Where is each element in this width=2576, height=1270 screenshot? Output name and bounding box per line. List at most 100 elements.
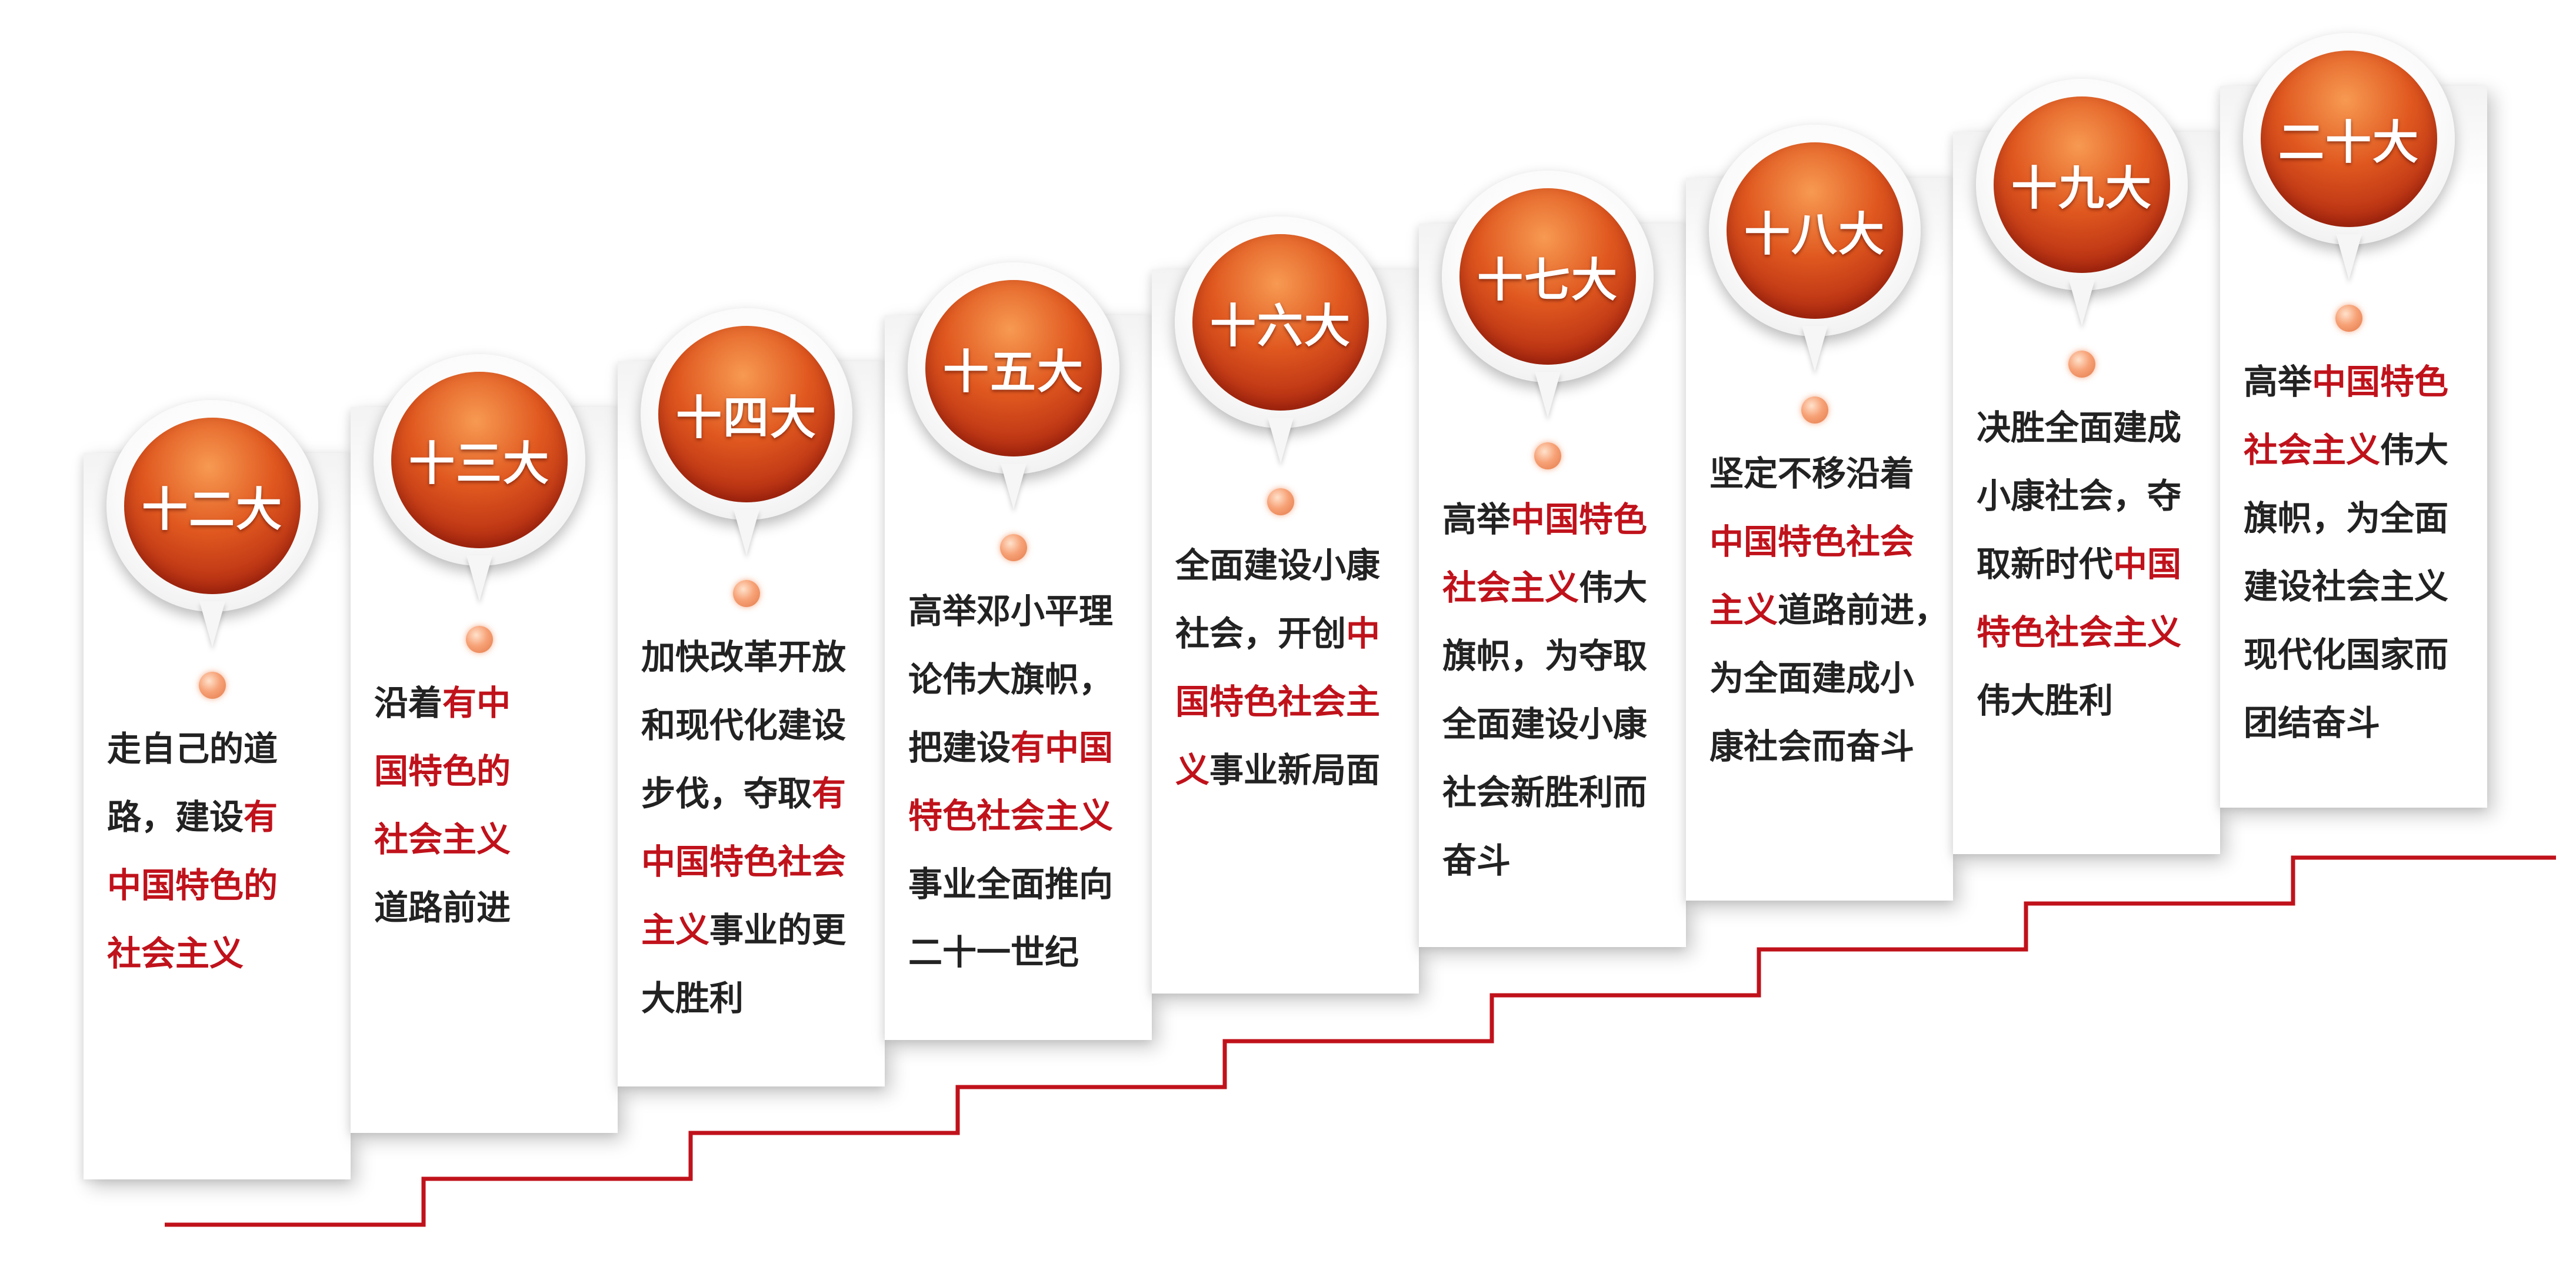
description-line: 中国特色社会 bbox=[641, 828, 873, 896]
highlight-text: 有中 bbox=[442, 683, 511, 723]
description-line: 特色社会主义 bbox=[1977, 598, 2208, 666]
description-line: 路，建设有 bbox=[107, 783, 339, 851]
description-line: 康社会而奋斗 bbox=[1709, 712, 1941, 781]
description-line: 大胜利 bbox=[641, 964, 873, 1032]
body-text: 决胜全面建成 bbox=[1977, 408, 2182, 448]
congress-badge: 十二大 bbox=[124, 418, 301, 594]
highlight-text: 义 bbox=[1175, 750, 1210, 790]
step-description: 坚定不移沿着中国特色社会主义道路前进， 为全面建成小康社会而奋斗 bbox=[1709, 439, 1948, 781]
description-line: 社会新胜利而 bbox=[1442, 758, 1674, 826]
description-line: 全面建设小康 bbox=[1175, 531, 1407, 599]
congress-label: 二十大 bbox=[2278, 116, 2420, 169]
highlight-text: 特色社会主义 bbox=[908, 796, 1114, 836]
body-text: 把建设 bbox=[908, 728, 1011, 768]
description-line: 中国特色的 bbox=[107, 851, 339, 919]
description-line: 社会，开创中 bbox=[1175, 599, 1407, 668]
body-text: 全面建设小康 bbox=[1442, 704, 1648, 744]
description-line: 高举中国特色 bbox=[1442, 485, 1674, 554]
step-description: 沿着有中国特色的社会主义道路前进 bbox=[374, 669, 606, 942]
highlight-text: 国特色的 bbox=[374, 751, 511, 791]
body-text: 道路前进 bbox=[374, 888, 511, 928]
body-text: 为全面建成小 bbox=[1709, 658, 1915, 698]
description-line: 为全面建成小 bbox=[1709, 644, 1941, 712]
description-line: 把建设有中国 bbox=[908, 714, 1140, 782]
description-line: 社会主义 bbox=[107, 919, 339, 988]
body-text: 团结奋斗 bbox=[2244, 703, 2381, 743]
congress-badge: 十五大 bbox=[925, 280, 1102, 456]
step-description: 加快改革开放和现代化建设步伐，夺取有中国特色社会主义事业的更大胜利 bbox=[641, 623, 873, 1032]
highlight-text: 社会主义 bbox=[2244, 430, 2381, 470]
body-text: 事业新局面 bbox=[1209, 750, 1381, 790]
highlight-text: 社会主义 bbox=[374, 819, 511, 859]
description-line: 决胜全面建成 bbox=[1977, 394, 2208, 462]
body-text: 旗帜，为全面 bbox=[2244, 498, 2449, 538]
description-line: 沿着有中 bbox=[374, 669, 606, 737]
badge-pointer bbox=[1535, 372, 1561, 418]
congress-label: 十九大 bbox=[2011, 162, 2152, 215]
body-text: 大胜利 bbox=[641, 978, 744, 1018]
step-description: 走自己的道路，建设有中国特色的社会主义 bbox=[107, 715, 339, 988]
highlight-text: 中国特色 bbox=[1511, 499, 1648, 539]
description-line: 步伐，夺取有 bbox=[641, 759, 873, 828]
body-text: 建设社会主义 bbox=[2244, 566, 2449, 606]
description-line: 团结奋斗 bbox=[2244, 689, 2475, 757]
body-text: 社会新胜利而 bbox=[1442, 772, 1648, 812]
congress-label: 十三大 bbox=[408, 438, 550, 491]
description-line: 主义道路前进， bbox=[1709, 576, 1948, 644]
body-text: 论伟大旗帜， bbox=[908, 659, 1114, 699]
description-line: 道路前进 bbox=[374, 874, 606, 942]
step-description: 全面建设小康社会，开创中国特色社会主义事业新局面 bbox=[1175, 531, 1407, 804]
congress-label: 十四大 bbox=[675, 392, 817, 445]
badge-pointer bbox=[2336, 234, 2362, 280]
body-text: 取新时代 bbox=[1977, 544, 2114, 584]
highlight-text: 特色社会主义 bbox=[1977, 612, 2182, 652]
body-text: 和现代化建设 bbox=[641, 705, 847, 745]
body-text: 二十一世纪 bbox=[908, 932, 1079, 972]
description-line: 国特色社会主 bbox=[1175, 668, 1407, 736]
description-line: 主义事业的更 bbox=[641, 896, 873, 964]
highlight-text: 有中国 bbox=[1011, 728, 1114, 768]
description-line: 中国特色社会 bbox=[1709, 508, 1941, 576]
description-line: 坚定不移沿着 bbox=[1709, 439, 1941, 508]
step-description: 决胜全面建成小康社会，夺取新时代中国特色社会主义伟大胜利 bbox=[1977, 394, 2208, 735]
highlight-text: 主义 bbox=[641, 910, 710, 950]
body-text: 高举 bbox=[2244, 362, 2312, 402]
highlight-text: 中国 bbox=[2113, 544, 2182, 584]
description-line: 论伟大旗帜， bbox=[908, 645, 1140, 714]
description-line: 走自己的道 bbox=[107, 715, 339, 783]
highlight-text: 中国特色社会 bbox=[1709, 522, 1915, 562]
congress-badge: 二十大 bbox=[2261, 51, 2437, 227]
description-line: 伟大胜利 bbox=[1977, 666, 2208, 735]
description-line: 旗帜，为夺取 bbox=[1442, 622, 1674, 690]
body-text: 高举 bbox=[1442, 499, 1511, 539]
description-line: 事业全面推向 bbox=[908, 850, 1140, 918]
body-text: 沿着 bbox=[374, 683, 443, 723]
pin-dot bbox=[2335, 305, 2362, 332]
pin-dot bbox=[1801, 396, 1828, 424]
badge-pointer bbox=[1268, 418, 1294, 464]
highlight-text: 有 bbox=[812, 774, 847, 814]
description-line: 建设社会主义 bbox=[2244, 552, 2475, 621]
description-line: 二十一世纪 bbox=[908, 918, 1140, 986]
congress-badge: 十九大 bbox=[1994, 96, 2170, 273]
body-text: 社会，开创 bbox=[1175, 614, 1347, 654]
step-description: 高举中国特色社会主义伟大旗帜，为夺取全面建设小康社会新胜利而奋斗 bbox=[1442, 485, 1674, 895]
body-text: 道路前进， bbox=[1778, 590, 1949, 630]
step-description: 高举中国特色社会主义伟大旗帜，为全面建设社会主义现代化国家而团结奋斗 bbox=[2244, 348, 2475, 757]
congress-badge: 十三大 bbox=[391, 372, 568, 548]
body-text: 奋斗 bbox=[1442, 841, 1511, 881]
pin-dot bbox=[2068, 351, 2095, 378]
badge-pointer bbox=[1001, 464, 1027, 509]
description-line: 社会主义伟大 bbox=[2244, 416, 2475, 484]
step-description: 高举邓小平理论伟大旗帜，把建设有中国特色社会主义事业全面推向二十一世纪 bbox=[908, 577, 1140, 986]
body-text: 伟大 bbox=[2380, 430, 2449, 470]
pin-dot bbox=[1000, 534, 1027, 561]
description-line: 取新时代中国 bbox=[1977, 530, 2208, 598]
highlight-text: 有 bbox=[244, 797, 278, 837]
description-line: 现代化国家而 bbox=[2244, 621, 2475, 689]
congress-label: 十二大 bbox=[141, 484, 283, 536]
pin-dot bbox=[1267, 488, 1294, 515]
congress-label: 十八大 bbox=[1744, 208, 1885, 261]
